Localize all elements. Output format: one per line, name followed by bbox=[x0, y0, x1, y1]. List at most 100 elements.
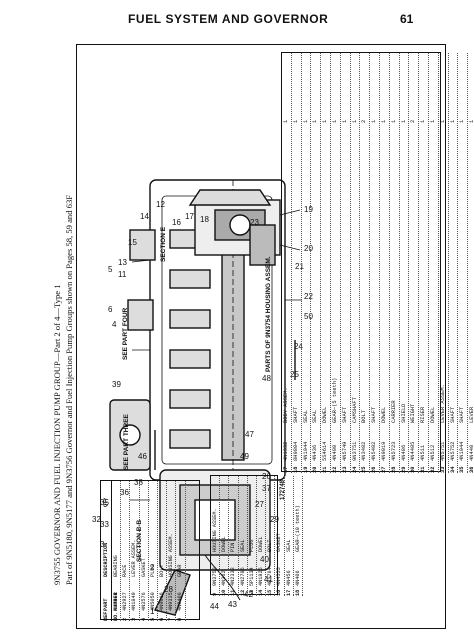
ref-number: 8 bbox=[177, 617, 184, 621]
callout-2: 2 bbox=[150, 563, 155, 572]
callout-20: 20 bbox=[304, 244, 313, 253]
part-description: GASKET bbox=[276, 533, 283, 552]
ref-number: 36 bbox=[469, 466, 474, 473]
callout-1: 1 bbox=[150, 607, 155, 616]
part-number: 4N2786 bbox=[239, 567, 246, 586]
part-description: BOLT bbox=[267, 539, 274, 552]
part-quantity: 1 bbox=[449, 119, 456, 123]
part-quantity: 2 bbox=[361, 119, 368, 123]
callout-36: 36 bbox=[120, 488, 129, 497]
ref-number: 19 bbox=[302, 466, 309, 473]
ref-number: 4 bbox=[140, 617, 147, 621]
part-description: SHAFT bbox=[449, 406, 456, 423]
part-description: DOWEL bbox=[322, 406, 329, 423]
part-number: 4N5752 bbox=[449, 441, 456, 461]
part-quantity: 1 bbox=[351, 119, 358, 123]
part-number: 4N440 bbox=[469, 444, 474, 461]
ref-number: 13 bbox=[248, 589, 255, 596]
callout-47: 47 bbox=[245, 430, 254, 439]
part-quantity: 1 bbox=[439, 119, 446, 123]
ref-number: 17 bbox=[283, 466, 289, 473]
part-description: SHAFT bbox=[292, 406, 299, 423]
part-description: SHAFT bbox=[371, 406, 378, 423]
callout-38: 38 bbox=[134, 478, 143, 487]
ref-number: 5 bbox=[149, 617, 156, 621]
parts-of-label: PARTS OF 9N3754 HOUSING ASSEM. bbox=[265, 256, 272, 372]
callout-12: 12 bbox=[156, 200, 165, 209]
callout-18: 18 bbox=[200, 215, 209, 224]
callout-29: 29 bbox=[270, 515, 279, 524]
callout-33: 33 bbox=[100, 520, 109, 529]
part-number: 4N3576 bbox=[140, 592, 147, 611]
part-quantity: 1 bbox=[312, 119, 319, 123]
part-number: 4N2333 bbox=[230, 567, 237, 586]
part-description: RISER bbox=[420, 406, 427, 423]
part-number: 4N9335 bbox=[168, 592, 175, 611]
ref-number: 21 bbox=[322, 466, 329, 473]
callout-46: 46 bbox=[138, 452, 147, 461]
callout-49: 49 bbox=[240, 452, 249, 461]
ref-number: 22 bbox=[331, 466, 338, 473]
part-description: DOWEL bbox=[221, 536, 228, 552]
part-description: PLUG bbox=[248, 539, 255, 552]
ref-number: 10 bbox=[221, 589, 228, 596]
part-number: 4N362 bbox=[221, 570, 228, 586]
ref-number: 23 bbox=[341, 466, 348, 473]
callout-21: 21 bbox=[295, 262, 304, 271]
part-description: HOUSING ASSEM. bbox=[212, 508, 218, 552]
part-description: SHAFT bbox=[459, 406, 466, 423]
part-description: SEAL bbox=[239, 539, 246, 552]
callout-11: 11 bbox=[118, 270, 127, 279]
callout-16: 16 bbox=[172, 218, 181, 227]
callout-25: 25 bbox=[290, 370, 299, 379]
ref-number: 27 bbox=[380, 466, 387, 473]
part-quantity: 1 bbox=[400, 119, 407, 123]
ref-number: 25 bbox=[361, 466, 368, 473]
callout-50: 50 bbox=[304, 312, 313, 321]
ref-number: 6 bbox=[158, 617, 165, 621]
part-quantity: 1 bbox=[468, 113, 474, 123]
part-number: 4N5050 bbox=[149, 592, 156, 611]
part-quantity: 1 bbox=[341, 119, 348, 123]
part-quantity: 1 bbox=[371, 119, 378, 123]
ref-number: 15 bbox=[267, 589, 274, 596]
part-quantity: 2 bbox=[410, 119, 417, 123]
see-part-four-label: SEE PART FOUR bbox=[122, 307, 129, 360]
part-number: 4N1825 bbox=[257, 567, 264, 586]
ref-number: 16 bbox=[276, 589, 283, 596]
part-number: 4N2401 bbox=[113, 592, 119, 611]
page-title: FUEL SYSTEM AND GOVERNOR bbox=[128, 12, 329, 26]
page-header: FUEL SYSTEM AND GOVERNOR 61 bbox=[0, 0, 474, 40]
callout-19: 19 bbox=[304, 205, 313, 214]
part-quantity: 1 bbox=[420, 119, 427, 123]
part-number: 9N3752 bbox=[212, 567, 218, 586]
part-number: 4N511 bbox=[420, 444, 427, 461]
part-number: 8H9804 bbox=[292, 441, 299, 461]
part-quantity: 1 bbox=[380, 119, 387, 123]
ref-number: 34 bbox=[449, 466, 456, 473]
section-e-label: SECTION E bbox=[160, 226, 167, 262]
ref-number: 28 bbox=[390, 466, 397, 473]
callout-37: 37 bbox=[262, 484, 271, 493]
ref-number: 2 bbox=[122, 617, 129, 621]
ref-number: 1 bbox=[113, 617, 119, 621]
